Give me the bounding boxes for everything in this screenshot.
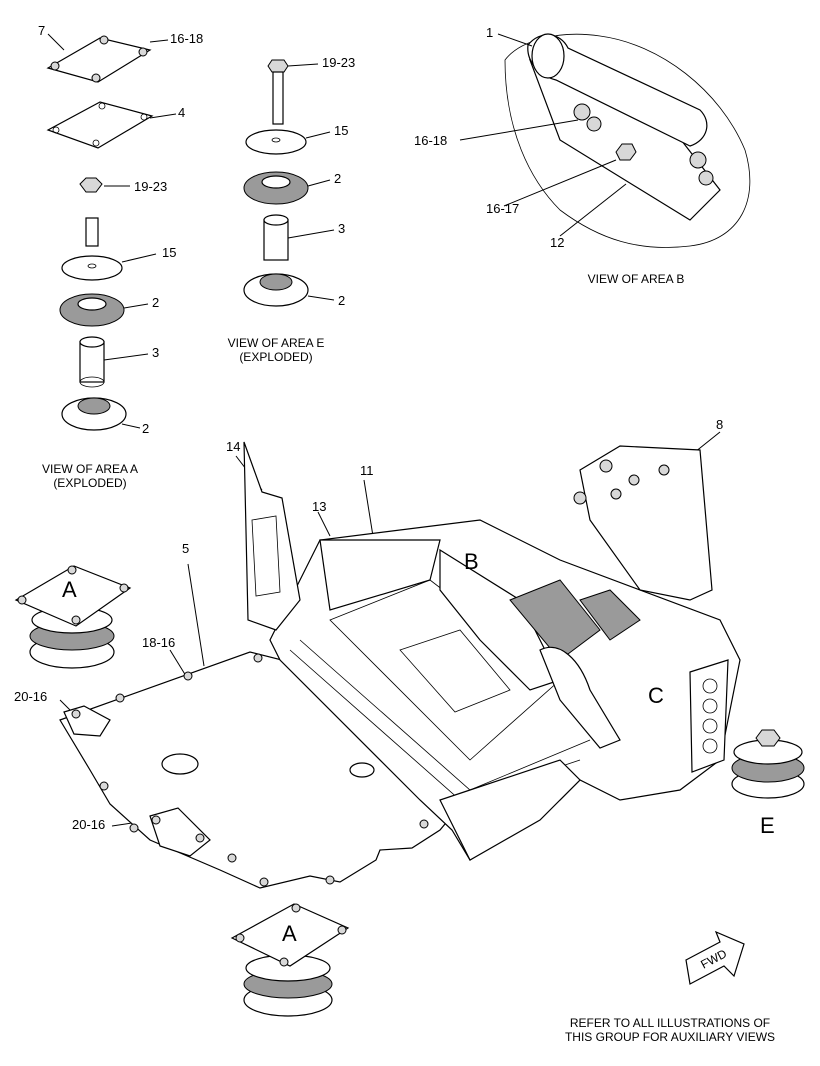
bolt-head-19-23 <box>267 59 289 73</box>
callout-16-18: 16-18 <box>170 31 204 46</box>
callout-15: 15 <box>334 123 349 138</box>
mount-a-bottom <box>230 903 350 1017</box>
callout-1: 1 <box>486 25 494 40</box>
plate-7 <box>46 37 152 83</box>
area-letter-a: A <box>282 921 297 946</box>
bolt-shank <box>272 71 284 125</box>
caption-area-a-line2: (EXPLODED) <box>53 476 127 490</box>
area-letter-e: E <box>760 813 775 838</box>
callout-12: 12 <box>550 235 565 250</box>
mount-e-bolt <box>755 729 781 747</box>
callout-8: 8 <box>716 417 724 432</box>
callout-2: 2 <box>142 421 150 436</box>
callout-19-23: 19-23 <box>322 55 356 70</box>
bracket-8 <box>579 445 713 601</box>
step-holes <box>689 659 729 773</box>
leader-lines <box>47 33 721 827</box>
caption-area-a: VIEW OF AREA A (EXPLODED) <box>20 462 160 490</box>
area-a-exploded-view <box>46 35 154 431</box>
caption-area-e-line2: (EXPLODED) <box>239 350 313 364</box>
pedal-left <box>509 579 601 661</box>
lever-tube <box>539 646 621 749</box>
caption-area-b: VIEW OF AREA B <box>587 272 685 286</box>
callout-3: 3 <box>338 221 346 236</box>
callout-16-17: 16-17 <box>486 201 520 216</box>
callout-20-16: 20-16 <box>72 817 106 832</box>
pad-20-16-b <box>149 807 211 857</box>
caption-area-a-line1: VIEW OF AREA A <box>41 462 139 476</box>
mount-a-bottom-plate <box>230 903 350 967</box>
area-b-view <box>504 33 751 248</box>
footer-line2: THIS GROUP FOR AUXILIARY VIEWS <box>564 1030 776 1044</box>
footer-line1: REFER TO ALL ILLUSTRATIONS OF <box>569 1016 771 1030</box>
caption-area-e-line1: VIEW OF AREA E <box>227 336 325 350</box>
area-letter-c: C <box>648 683 664 708</box>
callout-7: 7 <box>38 23 46 38</box>
callout-14: 14 <box>226 439 241 454</box>
panel-13 <box>319 539 441 611</box>
callout-15: 15 <box>162 245 177 260</box>
callout-18-16: 18-16 <box>142 635 176 650</box>
mount-a-left <box>14 565 132 669</box>
callout-2: 2 <box>338 293 346 308</box>
callout-4: 4 <box>178 105 186 120</box>
callout-19-23: 19-23 <box>134 179 168 194</box>
callout-2: 2 <box>152 295 160 310</box>
callout-2: 2 <box>334 171 342 186</box>
nut-19-23 <box>79 177 103 193</box>
panel-14 <box>243 441 301 631</box>
area-e-exploded-view <box>243 59 309 307</box>
caption-area-e: VIEW OF AREA E (EXPLODED) <box>206 336 346 364</box>
sleeve-3-e <box>263 219 289 261</box>
bolt-stub <box>85 217 99 247</box>
footer-note: REFER TO ALL ILLUSTRATIONS OF THIS GROUP… <box>540 1016 800 1044</box>
plate-4 <box>46 101 154 149</box>
pedal-right <box>579 589 641 641</box>
callout-5: 5 <box>182 541 190 556</box>
callout-20-16: 20-16 <box>14 689 48 704</box>
callout-16-18: 16-18 <box>414 133 448 148</box>
area-letter-b: B <box>464 549 479 574</box>
area-letter-a: A <box>62 577 77 602</box>
mount-a-left-plate <box>14 565 132 627</box>
mount-e <box>731 729 805 799</box>
sleeve-3 <box>79 341 105 383</box>
fwd-arrow <box>685 930 745 985</box>
callout-3: 3 <box>152 345 160 360</box>
cab-floor-assembly <box>59 441 741 889</box>
callout-11: 11 <box>360 463 374 478</box>
bolt-16-17 <box>615 143 637 161</box>
callout-13: 13 <box>312 499 327 514</box>
